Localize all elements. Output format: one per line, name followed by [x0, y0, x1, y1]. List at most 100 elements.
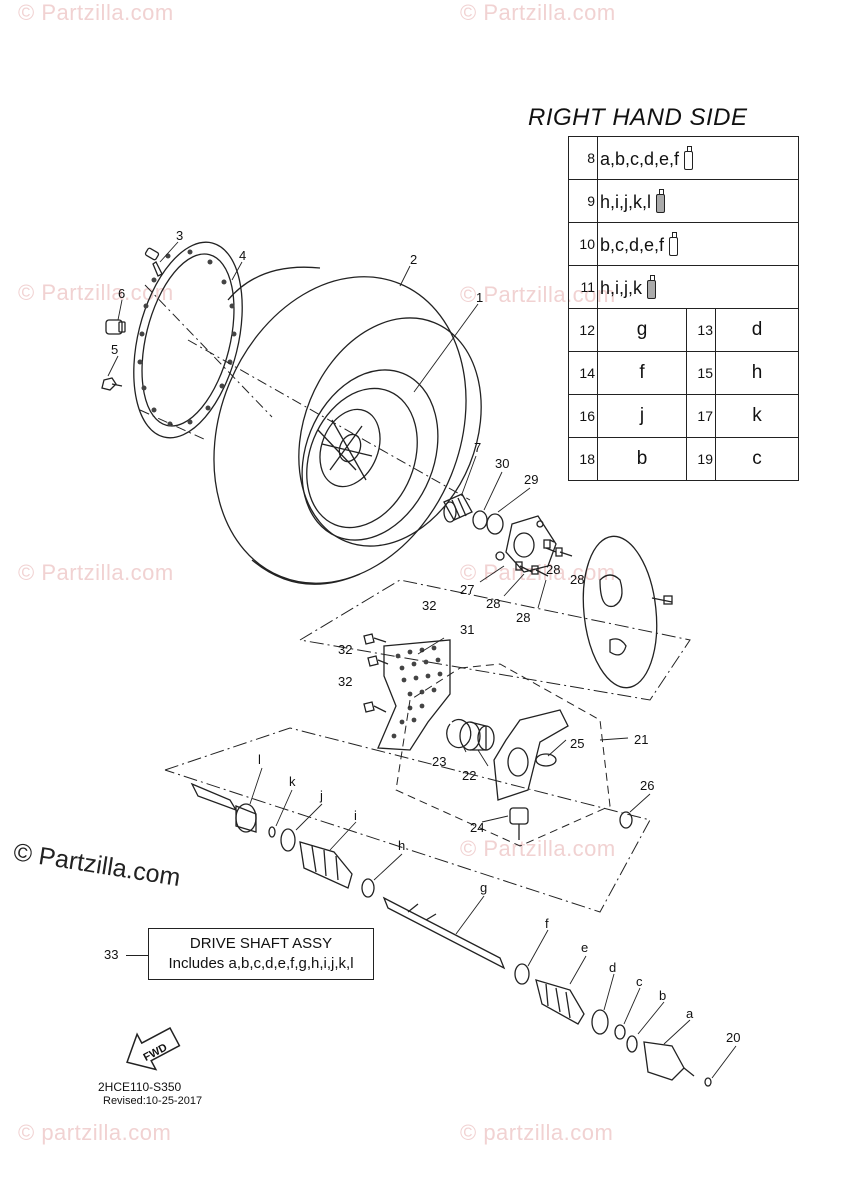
tire: [213, 266, 482, 585]
callout-l: l: [258, 752, 261, 767]
circlip-b: [626, 1035, 638, 1053]
callout-j: j: [319, 788, 323, 803]
callout-25: 25: [570, 736, 584, 751]
callout-28: 28: [516, 610, 530, 625]
bolt-28: [515, 539, 573, 577]
callout-i: i: [354, 808, 357, 823]
right-hand-side-title: RIGHT HAND SIDE: [528, 104, 748, 131]
clip-c: [614, 1024, 626, 1040]
callout-k: k: [289, 774, 296, 789]
callout-20: 20: [726, 1030, 740, 1045]
ref-number: 9: [568, 179, 598, 223]
ref-number: 8: [568, 136, 598, 180]
watermark: © partzilla.com: [18, 1120, 172, 1145]
hub: [495, 515, 557, 573]
ref-number: 10: [568, 222, 598, 266]
callout-f: f: [545, 916, 549, 931]
callout-29: 29: [524, 472, 538, 487]
watermark: © Partzilla.com: [460, 836, 616, 861]
callout-1: 1: [476, 290, 483, 305]
ref-number: 11: [568, 265, 598, 309]
shaft-g: [382, 896, 506, 970]
callout-h: h: [398, 838, 405, 853]
callout-32: 32: [422, 598, 436, 613]
ref-parts: b,c,d,e,f: [597, 222, 799, 266]
nut-6: [105, 319, 126, 335]
callout-32: 32: [338, 674, 352, 689]
ref-parts: h,i,j,k: [597, 265, 799, 309]
clip-20: [704, 1077, 712, 1087]
ref-value: k: [715, 394, 799, 438]
washer-30: [472, 510, 488, 530]
assy-includes: Includes a,b,c,d,e,f,g,h,i,j,k,l: [168, 955, 354, 972]
callout-21: 21: [634, 732, 648, 747]
ref-number: 15: [686, 351, 716, 395]
table-row: 18 b 19 c: [568, 437, 799, 481]
lubrication-reference-table: 8 a,b,c,d,e,f 9 h,i,j,k,l 10 b,c,d,e,f 1…: [568, 136, 799, 481]
callout-7: 7: [474, 440, 481, 455]
grease-tube-icon: [647, 275, 657, 299]
ref-number: 18: [568, 437, 598, 481]
ref-value: g: [597, 308, 687, 352]
band-f: [514, 963, 530, 985]
ref-value: c: [715, 437, 799, 481]
shaft-end-l: [190, 782, 257, 833]
leader-line-33: [126, 955, 148, 956]
watermark: © Partzilla.com: [18, 560, 174, 585]
ref-number: 14: [568, 351, 598, 395]
ref-number: 17: [686, 394, 716, 438]
callout-22: 22: [462, 768, 476, 783]
band-h: [361, 878, 375, 898]
callout-2: 2: [410, 252, 417, 267]
table-row: 8 a,b,c,d,e,f: [568, 136, 799, 180]
ref-parts: a,b,c,d,e,f: [597, 136, 799, 180]
wheel: [301, 369, 439, 541]
callout-28: 28: [486, 596, 500, 611]
grease-tube-icon: [684, 146, 694, 170]
circlip-23: [446, 718, 472, 749]
ref-value: j: [597, 394, 687, 438]
steering-knuckle: [493, 709, 569, 801]
callout-3: 3: [176, 228, 183, 243]
assy-title: DRIVE SHAFT ASSY: [189, 935, 333, 952]
band-j: [280, 828, 296, 852]
bearing-7: [443, 493, 473, 523]
callout-a: a: [686, 1006, 694, 1021]
diagram-code: 2HCE110-S350: [98, 1080, 182, 1094]
valve-stem: [144, 247, 163, 277]
callout-b: b: [659, 988, 666, 1003]
table-row: 11 h,i,j,k: [568, 265, 799, 309]
ref-value: b: [597, 437, 687, 481]
watermark: © partzilla.com: [460, 1120, 614, 1145]
callout-d: d: [609, 960, 616, 975]
boot-i: [299, 841, 353, 889]
ref-number: 13: [686, 308, 716, 352]
callout-33: 33: [104, 947, 119, 962]
outer-joint-a: [643, 1041, 695, 1081]
boot-e: [535, 979, 585, 1025]
ref-number: 16: [568, 394, 598, 438]
callout-30: 30: [495, 456, 509, 471]
callout-27: 27: [460, 582, 474, 597]
grease-tube-icon: [656, 189, 666, 213]
callout-24: 24: [470, 820, 484, 835]
callout-5: 5: [111, 342, 118, 357]
band-d: [591, 1009, 609, 1035]
brake-guard: [377, 639, 451, 751]
clip-k: [268, 826, 276, 838]
seal-29: [486, 513, 504, 535]
table-row: 16 j 17 k: [568, 394, 799, 438]
bolt-5: [101, 377, 123, 391]
table-row: 12 g 13 d: [568, 308, 799, 352]
bolt-32: [363, 633, 389, 713]
watermark: © Partzilla.com: [18, 280, 174, 305]
callout-e: e: [581, 940, 588, 955]
callout-6: 6: [118, 286, 125, 301]
ref-value: h: [715, 351, 799, 395]
ref-number: 19: [686, 437, 716, 481]
ref-value: d: [715, 308, 799, 352]
callout-c: c: [636, 974, 643, 989]
fwd-arrow: [126, 1027, 181, 1071]
grease-tube-icon: [669, 232, 679, 256]
drive-shaft-assy-box: DRIVE SHAFT ASSY Includes a,b,c,d,e,f,g,…: [148, 928, 374, 980]
